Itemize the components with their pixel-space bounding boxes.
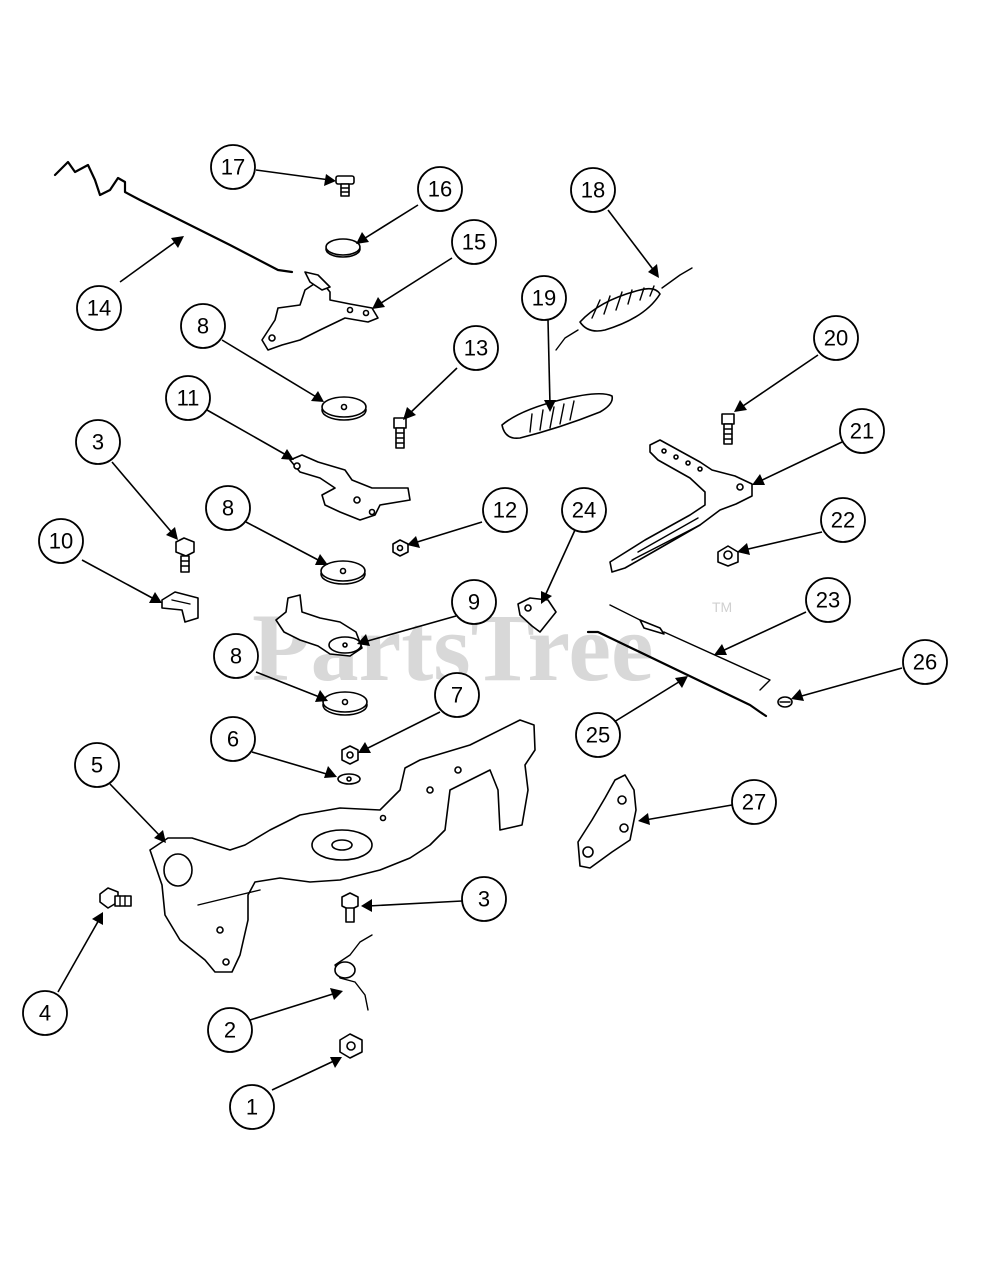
- part-2-torsion-spring[interactable]: [334, 934, 373, 1011]
- part-8-washer-low[interactable]: [322, 691, 368, 716]
- callout-15[interactable]: 15: [451, 219, 497, 265]
- part-3-bolt-top[interactable]: [175, 537, 195, 573]
- callout-label: 17: [221, 155, 245, 180]
- callout-24[interactable]: 24: [561, 487, 607, 533]
- callout-27[interactable]: 27: [731, 779, 777, 825]
- callout-16[interactable]: 16: [417, 166, 463, 212]
- callout-label: 1: [246, 1095, 258, 1120]
- callout-8-low[interactable]: 8: [213, 633, 259, 679]
- part-4-bolt[interactable]: [99, 887, 132, 909]
- part-19-spring[interactable]: [501, 392, 614, 440]
- part-26-screw[interactable]: [777, 696, 793, 708]
- part-25-rod[interactable]: [586, 630, 768, 718]
- callout-20[interactable]: 20: [813, 315, 859, 361]
- part-1-nut[interactable]: [339, 1033, 363, 1059]
- callout-8-top[interactable]: 8: [180, 303, 226, 349]
- callout-11[interactable]: 11: [165, 375, 211, 421]
- part-8-washer-mid[interactable]: [320, 560, 366, 585]
- callout-label: 3: [92, 430, 104, 455]
- part-3-bolt-low[interactable]: [341, 892, 359, 923]
- part-5-main-bracket[interactable]: [149, 719, 536, 973]
- callout-label: 5: [91, 753, 103, 778]
- callout-label: 13: [464, 336, 488, 361]
- part-20-bolt[interactable]: [721, 413, 735, 445]
- part-8-washer-top[interactable]: [321, 396, 367, 421]
- part-14-governor-rod[interactable]: [53, 160, 294, 274]
- callout-label: 14: [87, 296, 111, 321]
- callout-label: 27: [742, 790, 766, 815]
- callout-label: 3: [478, 887, 490, 912]
- callout-label: 8: [197, 314, 209, 339]
- part-23-cable[interactable]: [609, 604, 771, 691]
- callout-14[interactable]: 14: [76, 285, 122, 331]
- callout-5[interactable]: 5: [74, 742, 120, 788]
- callout-label: 9: [468, 590, 480, 615]
- callout-4[interactable]: 4: [22, 990, 68, 1036]
- callout-label: 4: [39, 1001, 51, 1026]
- callout-label: 10: [49, 529, 73, 554]
- callout-label: 25: [586, 723, 610, 748]
- callout-label: 11: [177, 386, 200, 411]
- callout-12[interactable]: 12: [482, 487, 528, 533]
- callout-3-low[interactable]: 3: [461, 876, 507, 922]
- callout-26[interactable]: 26: [902, 639, 948, 685]
- callout-label: 22: [831, 508, 855, 533]
- callout-7[interactable]: 7: [434, 672, 480, 718]
- callout-8-mid[interactable]: 8: [205, 485, 251, 531]
- part-21-lever-arm[interactable]: [609, 439, 753, 573]
- part-12-nut[interactable]: [392, 539, 409, 557]
- callout-label: 8: [230, 644, 242, 669]
- callout-label: 19: [532, 286, 556, 311]
- callout-3-top[interactable]: 3: [75, 419, 121, 465]
- callout-label: 16: [428, 177, 452, 202]
- part-7-nut[interactable]: [341, 745, 359, 765]
- part-22-nut[interactable]: [717, 545, 739, 567]
- part-9-control-plate[interactable]: [275, 594, 363, 657]
- callout-1[interactable]: 1: [229, 1084, 275, 1130]
- callout-label: 26: [913, 650, 937, 675]
- callout-25[interactable]: 25: [575, 712, 621, 758]
- part-15-lever-bracket[interactable]: [261, 271, 379, 351]
- part-17-screw[interactable]: [335, 175, 355, 197]
- callout-label: 23: [816, 588, 840, 613]
- callout-22[interactable]: 22: [820, 497, 866, 543]
- part-13-bolt[interactable]: [393, 417, 407, 449]
- part-11-throttle-lever[interactable]: [289, 454, 411, 521]
- part-27-mounting-bracket[interactable]: [577, 774, 637, 869]
- callout-10[interactable]: 10: [38, 518, 84, 564]
- callout-label: 21: [850, 419, 874, 444]
- part-6-washer[interactable]: [337, 773, 361, 785]
- callout-9[interactable]: 9: [451, 579, 497, 625]
- callout-label: 6: [227, 727, 239, 752]
- callout-label: 20: [824, 326, 848, 351]
- callout-label: 15: [462, 230, 486, 255]
- callout-label: 2: [224, 1018, 236, 1043]
- leader-lines: [57, 169, 903, 1091]
- callout-19[interactable]: 19: [521, 275, 567, 321]
- callout-label: 24: [572, 498, 596, 523]
- callout-label: 12: [493, 498, 517, 523]
- callout-23[interactable]: 23: [805, 577, 851, 623]
- callout-13[interactable]: 13: [453, 325, 499, 371]
- callout-label: 18: [581, 178, 605, 203]
- callout-label: 8: [222, 496, 234, 521]
- callout-18[interactable]: 18: [570, 167, 616, 213]
- watermark-trademark: TM: [712, 599, 732, 615]
- callout-label: 7: [451, 683, 463, 708]
- part-24-cable-clamp[interactable]: [517, 597, 557, 633]
- part-10-clip[interactable]: [161, 591, 199, 623]
- part-16-washer[interactable]: [325, 238, 361, 258]
- callout-6[interactable]: 6: [210, 716, 256, 762]
- callout-21[interactable]: 21: [839, 408, 885, 454]
- callout-2[interactable]: 2: [207, 1007, 253, 1053]
- callout-17[interactable]: 17: [210, 144, 256, 190]
- part-18-spring[interactable]: [555, 267, 693, 351]
